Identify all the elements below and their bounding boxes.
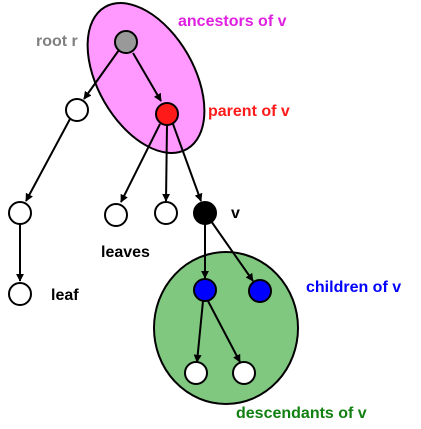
child-node-1: [193, 278, 217, 302]
child-node-2: [248, 279, 272, 303]
descendant-leaf-2: [232, 361, 256, 385]
descendants-label: descendants of v: [236, 405, 367, 422]
parent-label: parent of v: [208, 103, 290, 120]
edge-parent-leaf1: [120, 123, 161, 203]
children-label: children of v: [306, 279, 401, 296]
edge-child1-desc1: [193, 300, 204, 363]
edge-left-mid: [25, 118, 71, 202]
parent-node: [155, 102, 179, 126]
tree-node-left: [65, 98, 89, 122]
leaves-label: leaves: [101, 244, 150, 261]
v-node: [193, 201, 217, 225]
leaf-node-1: [104, 203, 128, 227]
leaf-node-2: [154, 201, 178, 225]
ancestors-label: ancestors of v: [178, 13, 287, 30]
descendant-leaf-1: [184, 361, 208, 385]
v-label: v: [231, 205, 240, 222]
edge-parent-v: [172, 123, 203, 202]
edge-parent-leaf2: [162, 124, 171, 202]
leaf-label: leaf: [51, 287, 79, 304]
tree-node-mid: [8, 201, 32, 225]
root-node: [114, 30, 138, 54]
leaf-node: [8, 282, 32, 306]
edge-child1-desc2: [207, 300, 241, 363]
root-label: root r: [36, 33, 78, 50]
edge-root-parent: [132, 52, 162, 102]
descendants-region: [153, 251, 299, 405]
edge-root-left: [83, 49, 120, 100]
edge-v-child2: [210, 220, 254, 282]
